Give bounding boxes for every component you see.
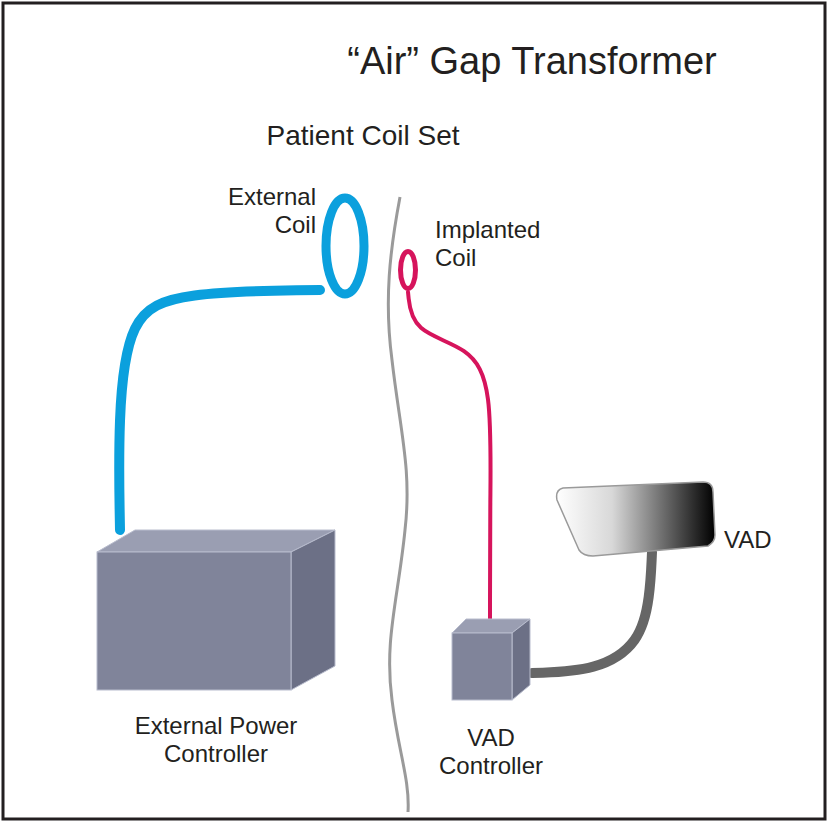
node-outline (95, 528, 337, 692)
node-outline (397, 248, 419, 292)
external-coil: External Coil (320, 193, 370, 299)
box-front (452, 633, 512, 700)
vad-pump: VAD (553, 480, 718, 558)
vad-controller: VAD Controller (450, 617, 532, 702)
subtitle: Patient Coil Set (253, 120, 473, 152)
node-outline (320, 193, 370, 299)
implanted-coil: Implanted Coil (397, 248, 419, 292)
frame (3, 3, 825, 819)
coil-ring (401, 252, 416, 289)
coil-ring (326, 198, 364, 294)
node-label: External Coil (191, 183, 316, 239)
drive-cable (532, 552, 652, 673)
title: “Air” Gap Transformer (232, 40, 828, 83)
external-power-controller: External Power Controller (95, 528, 337, 692)
node-label: VAD Controller (421, 724, 561, 780)
node-label: VAD (724, 526, 794, 554)
box-front (97, 552, 291, 690)
power-cable (119, 290, 320, 530)
node-outline (553, 480, 718, 558)
node-outline (450, 617, 532, 702)
pump-body (557, 482, 715, 556)
node-label: Implanted Coil (435, 216, 560, 272)
node-label: External Power Controller (95, 712, 337, 768)
box-side (512, 619, 530, 700)
implant-lead (408, 292, 491, 621)
box-side (291, 530, 335, 690)
